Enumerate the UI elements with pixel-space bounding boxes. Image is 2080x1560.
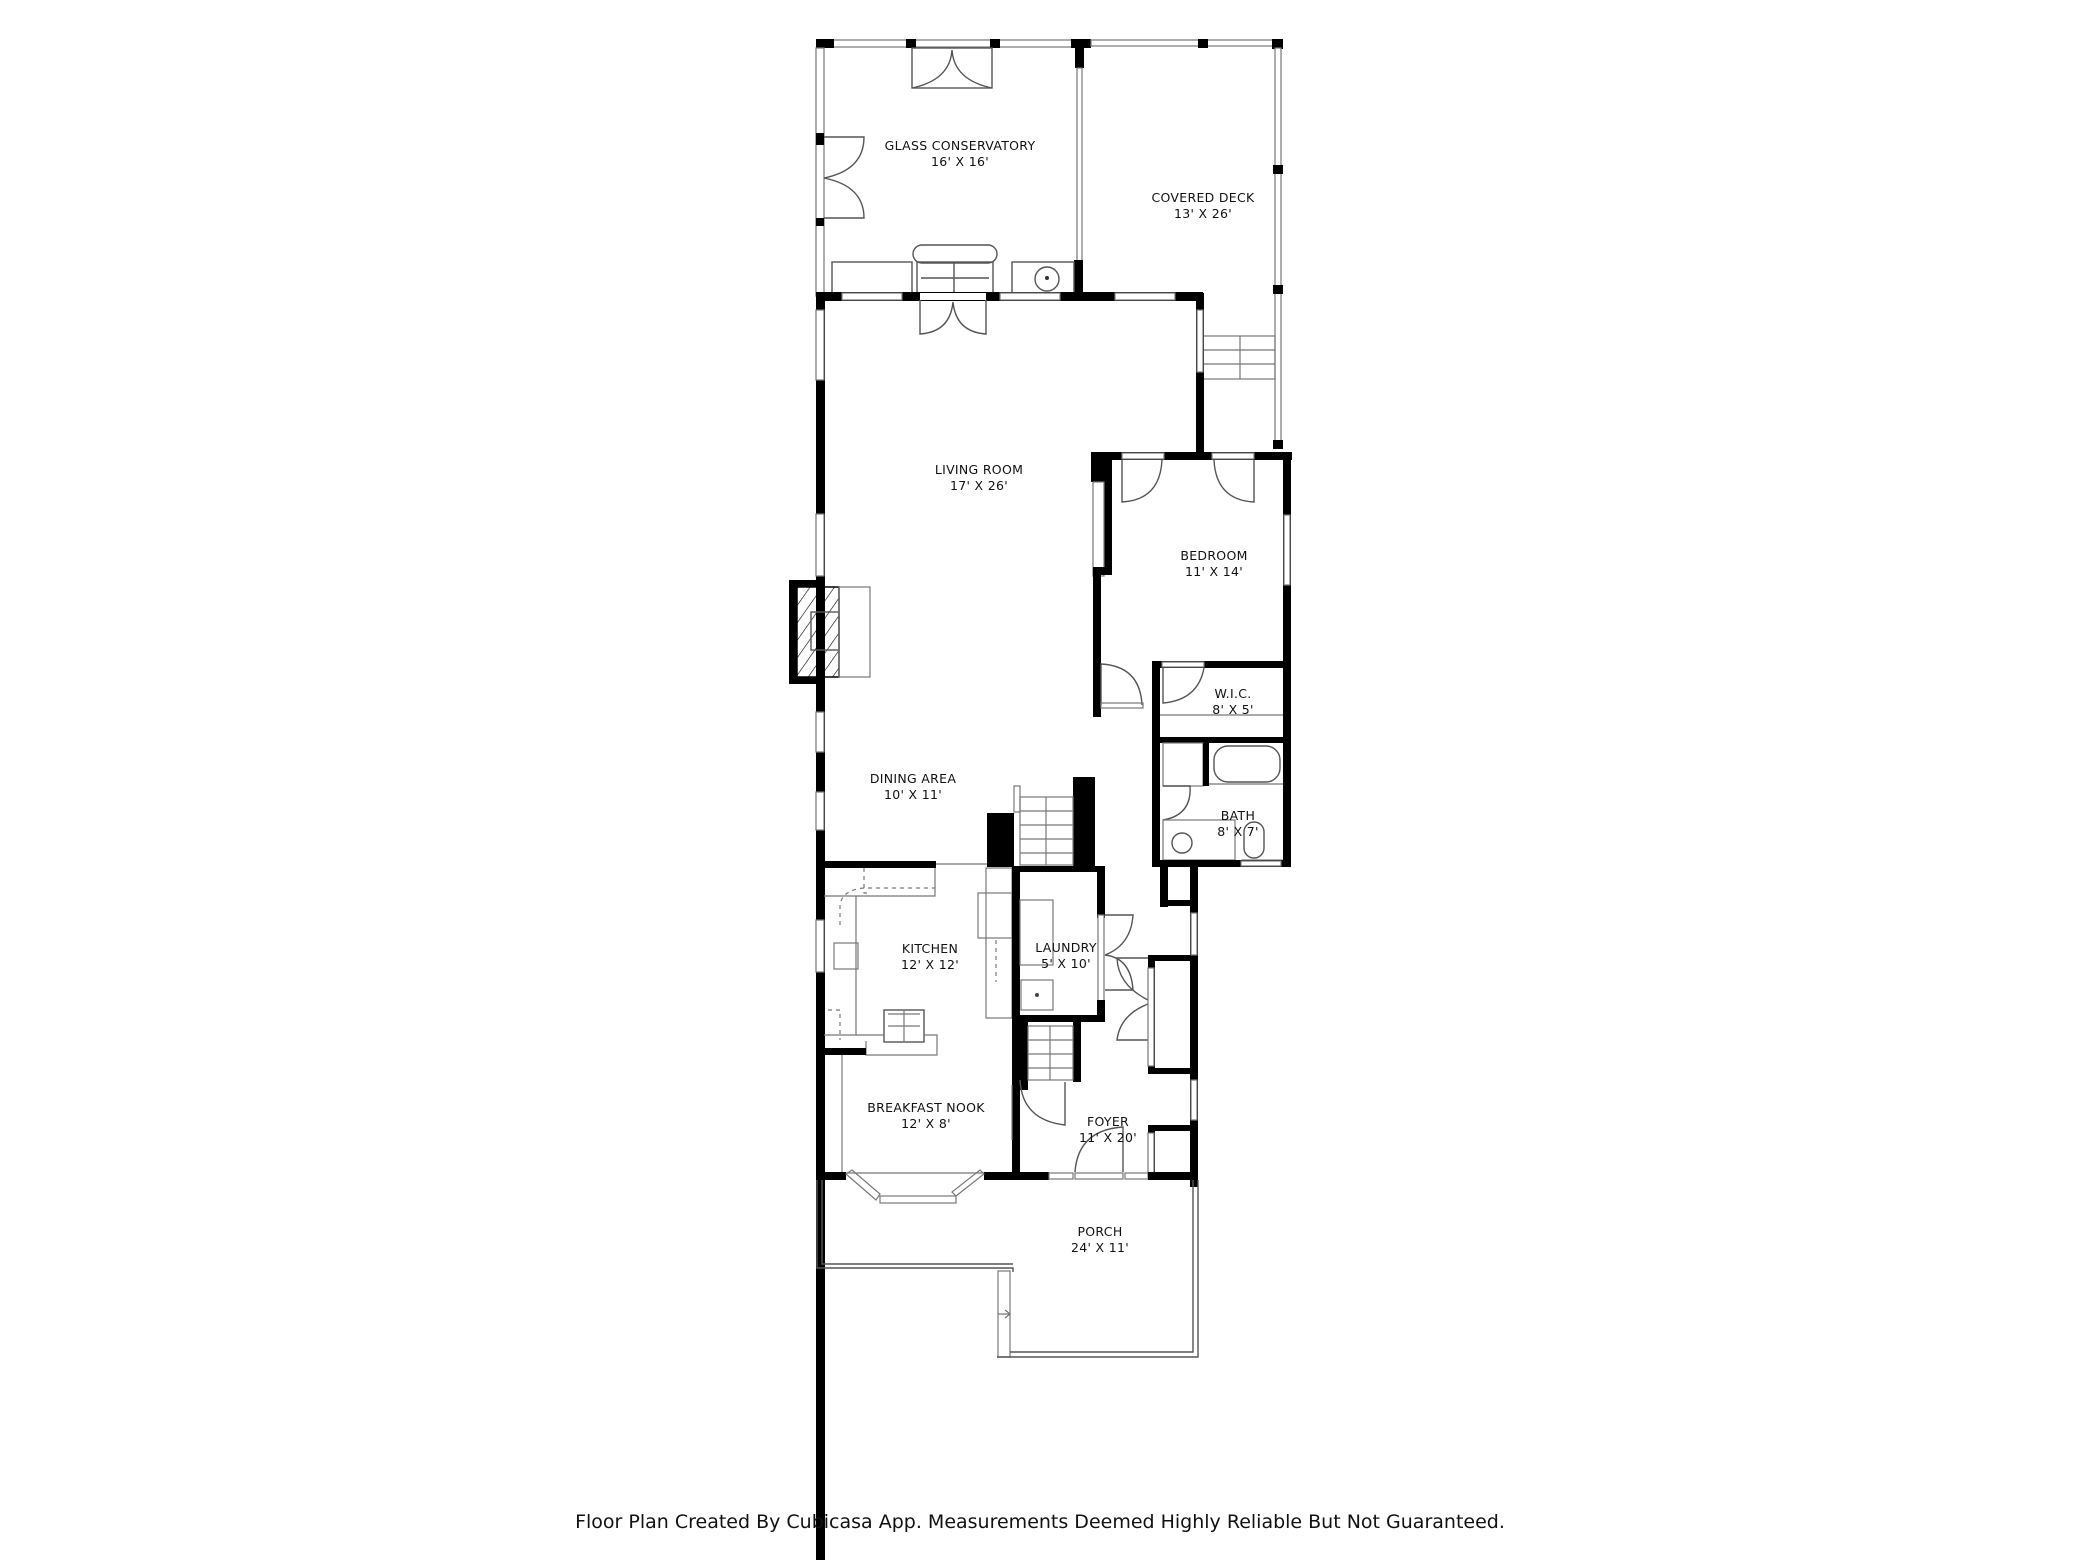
- room-label-kitchen: KITCHEN 12' X 12': [901, 941, 959, 973]
- room-size: 16' X 16': [931, 154, 989, 169]
- room-label-glass-conservatory: GLASS CONSERVATORY 16' X 16': [885, 138, 1036, 170]
- wic-bath-walls: [1152, 661, 1291, 867]
- room-size: 17' X 26': [950, 478, 1008, 493]
- room-name: BATH: [1220, 808, 1256, 823]
- room-label-breakfast-nook: BREAKFAST NOOK 12' X 8': [867, 1100, 984, 1132]
- room-name: BREAKFAST NOOK: [867, 1100, 985, 1115]
- room-size: 8' X 5': [1212, 702, 1254, 717]
- kitchen-fixtures: [815, 861, 1013, 1056]
- room-size: 11' X 20': [1079, 1130, 1137, 1145]
- room-size: 11' X 14': [1185, 564, 1243, 579]
- room-size: 5' X 10': [1041, 956, 1091, 971]
- room-name: PORCH: [1077, 1224, 1123, 1239]
- room-label-laundry: LAUNDRY 5' X 10': [1035, 940, 1097, 972]
- porch-outline: [816, 1180, 1199, 1358]
- room-name: COVERED DECK: [1151, 190, 1255, 205]
- bedroom-walls: [1091, 452, 1292, 867]
- room-size: 12' X 8': [901, 1116, 951, 1131]
- room-label-foyer: FOYER 11' X 20': [1079, 1114, 1137, 1146]
- room-name: LAUNDRY: [1035, 940, 1097, 955]
- room-size: 12' X 12': [901, 957, 959, 972]
- stair-hall: [987, 777, 1198, 1187]
- covered-deck-railing: [1090, 39, 1283, 449]
- room-size: 24' X 11': [1071, 1240, 1129, 1255]
- room-size: 13' X 26': [1174, 206, 1232, 221]
- room-name: BEDROOM: [1180, 548, 1248, 563]
- room-label-living-room: LIVING ROOM 17' X 26': [935, 462, 1023, 494]
- room-name: DINING AREA: [869, 771, 957, 786]
- fireplace: [789, 580, 871, 684]
- room-name: W.I.C.: [1214, 686, 1252, 701]
- laundry-walls: [1012, 866, 1190, 1180]
- breakfast-nook-walls: [816, 1055, 1198, 1204]
- disclaimer-caption: Floor Plan Created By Cubicasa App. Meas…: [575, 1511, 1505, 1533]
- room-label-porch: PORCH 24' X 11': [1071, 1224, 1129, 1256]
- room-name: FOYER: [1086, 1114, 1130, 1129]
- room-label-bedroom: BEDROOM 11' X 14': [1180, 548, 1247, 580]
- room-name: LIVING ROOM: [934, 462, 1024, 477]
- room-label-wic: W.I.C. 8' X 5': [1212, 686, 1253, 718]
- room-label-dining-area: DINING AREA 10' X 11': [870, 771, 956, 803]
- room-name: GLASS CONSERVATORY: [884, 138, 1036, 153]
- room-size: 8' X 7': [1217, 824, 1259, 839]
- glass-conservatory-walls: [815, 39, 1091, 298]
- room-label-covered-deck: COVERED DECK 13' X 26': [1151, 190, 1254, 222]
- room-label-bath: BATH 8' X 7': [1217, 808, 1258, 840]
- room-size: 10' X 11': [884, 787, 942, 802]
- room-name: KITCHEN: [901, 941, 959, 956]
